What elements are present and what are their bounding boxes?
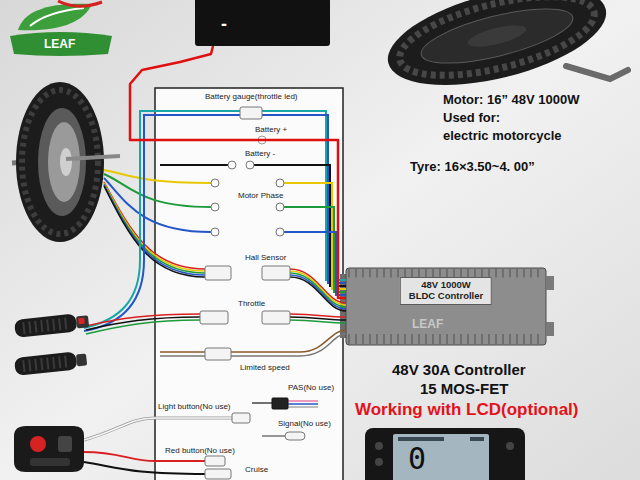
text-holder: 0	[408, 442, 426, 477]
lcd-display-body	[365, 428, 525, 480]
spec-text: Tyre: 16×3.50~4. 00”	[410, 160, 535, 174]
spec-text: Motor: 16” 48V 1000W	[443, 93, 580, 107]
connector-label: Battery +	[255, 126, 287, 135]
watermark: LEAF	[412, 318, 443, 331]
controller-housing	[340, 268, 554, 345]
node-text: -	[221, 14, 227, 35]
node-text: BLDC Controller	[409, 291, 483, 302]
text-holder: -	[221, 14, 227, 35]
label-plate: 48V 1000WBLDC Controller	[400, 277, 492, 305]
lcd-display: 0	[365, 428, 525, 480]
lcd-note: Working with LCD(optional)	[355, 401, 578, 420]
controller-box: 48V 1000WBLDC Controller	[346, 268, 546, 345]
battery-box: -	[195, 0, 330, 46]
connector-label: Light button(No use)	[158, 403, 231, 412]
connector-label: Red button(No use)	[165, 447, 235, 456]
spec-text: Used for:	[443, 111, 500, 125]
panel-wires	[160, 111, 346, 436]
connector-label: Cruise	[245, 466, 268, 475]
controller-spec: 48V 30A Controller	[392, 362, 526, 379]
tire-illustration	[378, 0, 616, 104]
connector-label: PAS(No use)	[288, 384, 334, 393]
hub-motor-wheel	[12, 82, 120, 242]
connector-label: Battery -	[245, 150, 275, 159]
throttle-grip	[14, 312, 89, 376]
connector-label: Limited speed	[240, 364, 290, 373]
logo-text: LEAF	[44, 38, 75, 51]
controller-spec: 15 MOS-FET	[420, 381, 508, 398]
switch-wires	[84, 418, 232, 474]
node-text: 48V 1000W	[409, 280, 483, 291]
power-wire	[130, 46, 346, 298]
node-text: 0	[408, 442, 426, 477]
connector-label: Signal(No use)	[278, 420, 331, 429]
button-switch	[14, 426, 84, 472]
swing-arm	[566, 66, 628, 79]
connector-label: Battery gauge(throttle led)	[205, 93, 298, 102]
connector-label: Hall Sensor	[245, 254, 286, 263]
motor-wires	[104, 170, 211, 277]
connector-label: Throttle	[238, 300, 265, 309]
logo-leaf	[10, 1, 112, 56]
throttle-wires	[84, 111, 240, 334]
connector-label: Motor Phase	[238, 192, 283, 201]
spec-text: electric motorcycle	[443, 129, 562, 143]
